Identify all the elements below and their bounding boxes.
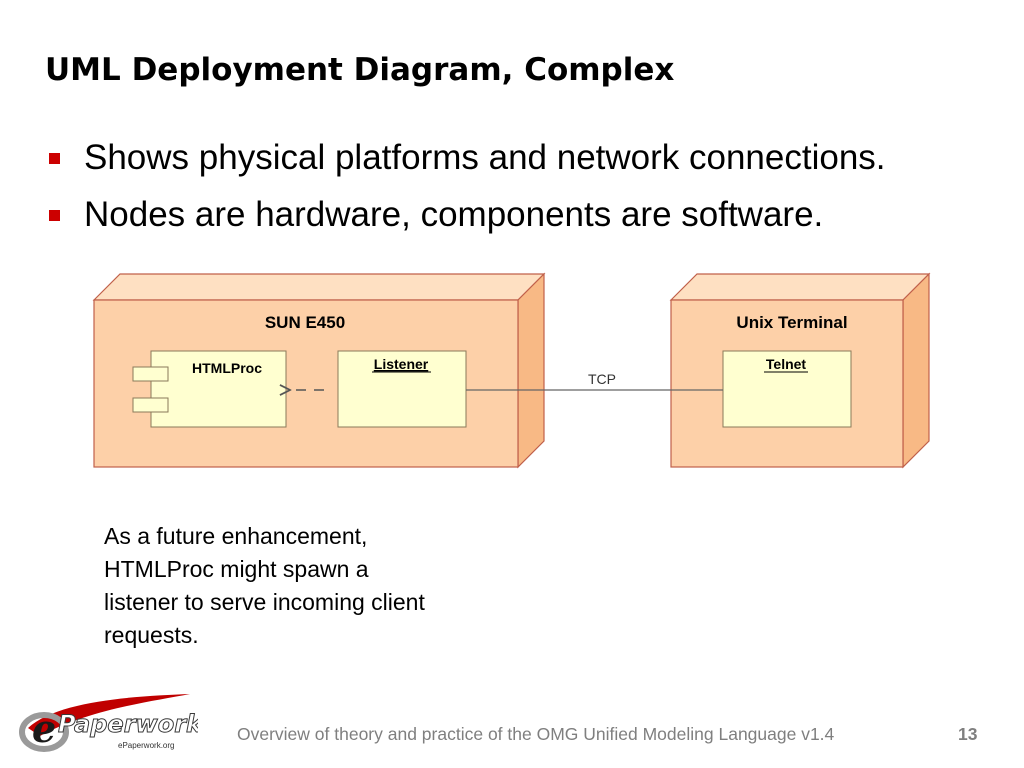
svg-text:ePaperwork.org: ePaperwork.org [118,741,174,750]
component-telnet: Telnet [722,350,852,428]
epaperwork-logo: e Paperwork ePaperwork.org [19,694,198,752]
component-listener: Listener [337,350,467,428]
component-label: Telnet [766,356,807,372]
node-sun-e450: SUN E450 HTMLProc Listener [92,272,546,469]
component-tab-top [132,366,169,382]
component-htmlproc: HTMLProc [132,350,287,428]
square-bullet-icon [49,210,60,221]
svg-text:Paperwork: Paperwork [58,710,198,738]
bullet-item: Shows physical platforms and network con… [46,138,886,178]
node-side-face [902,272,930,469]
component-label: HTMLProc [192,360,262,376]
component-body [337,350,467,428]
component-tab-bottom [132,397,169,413]
bullet-list: Shows physical platforms and network con… [46,138,886,252]
node-side-face [517,272,545,469]
svg-text:e: e [32,706,56,751]
node-top-face [92,273,546,301]
node-top-face [669,273,931,301]
connection-label: TCP [588,371,616,387]
component-body [722,350,852,428]
node-label: SUN E450 [265,313,345,332]
node-label: Unix Terminal [736,313,847,332]
component-label: Listener [374,356,429,372]
page-number: 13 [958,724,978,744]
slide-title: UML Deployment Diagram, Complex [45,52,675,88]
node-unix-terminal: Unix Terminal Telnet [669,272,931,469]
footer-text: Overview of theory and practice of the O… [237,724,835,744]
square-bullet-icon [49,153,60,164]
bullet-item: Nodes are hardware, components are softw… [46,195,886,235]
bullet-text: Nodes are hardware, components are softw… [84,195,824,234]
note-text: As a future enhancement, HTMLProc might … [104,523,425,648]
bullet-text: Shows physical platforms and network con… [84,138,886,177]
